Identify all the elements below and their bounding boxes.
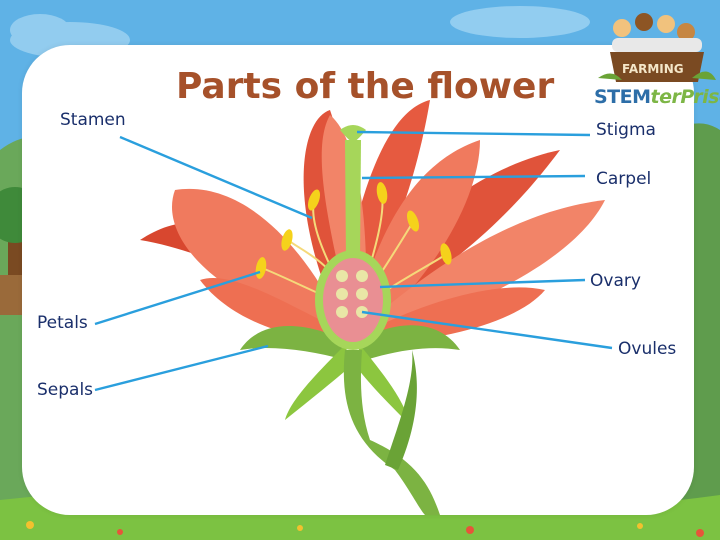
- logo-art: [598, 13, 716, 82]
- page-title: Parts of the flower: [176, 66, 555, 107]
- stem: [343, 350, 440, 515]
- ovary-pointer: [379, 278, 586, 289]
- ovules-pointer: [361, 310, 613, 350]
- logo-stem-text: STEMterPrise: [594, 86, 720, 108]
- label-ovules: Ovules: [618, 339, 677, 359]
- pointer-lines: [94, 130, 613, 392]
- label-carpel: Carpel: [596, 169, 652, 189]
- ovary-shape: [323, 258, 383, 342]
- cloud-right: [450, 6, 590, 38]
- stigma-pointer: [356, 130, 591, 137]
- label-stigma: Stigma: [596, 120, 656, 140]
- sepals: [240, 325, 460, 425]
- petals-pointer: [94, 270, 261, 326]
- flower-dots: [26, 521, 704, 537]
- ovules: [336, 270, 368, 318]
- sepals-pointer: [94, 344, 269, 392]
- logo-terprise-part: terPrise: [650, 86, 720, 108]
- label-sepals: Sepals: [37, 380, 94, 400]
- label-ovary: Ovary: [590, 271, 641, 291]
- logo-stem-part: STEM: [594, 86, 651, 108]
- carpel-pointer: [361, 174, 586, 180]
- logo-farming-text: FARMING: [622, 62, 684, 76]
- label-stamen: Stamen: [60, 110, 126, 130]
- anthers: [255, 182, 452, 279]
- farming-stemterprise-logo: FARMING STEMterPrise: [592, 8, 720, 112]
- stamen-pointer: [119, 135, 313, 220]
- label-petals: Petals: [37, 313, 88, 333]
